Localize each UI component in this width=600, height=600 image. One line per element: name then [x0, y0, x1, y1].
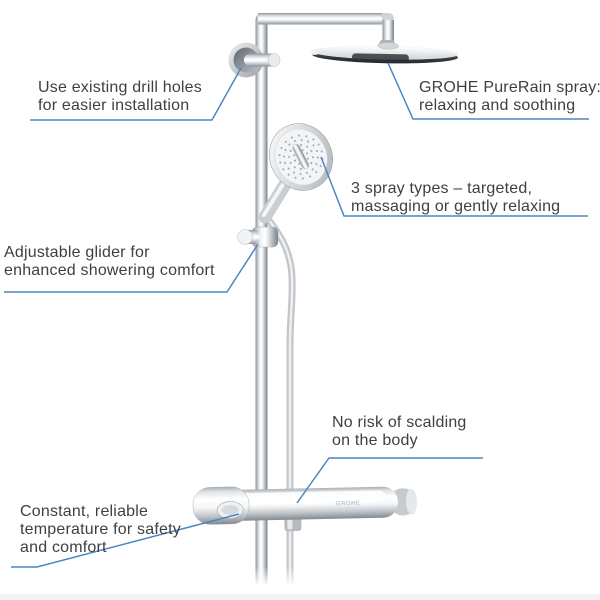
callout-text-line: on the body — [332, 432, 418, 449]
valve-logo: GROHE — [336, 501, 361, 508]
callout-drill-holes: Use existing drill holes for easier inst… — [38, 79, 202, 115]
callout-text-line: 3 spray types – targeted, — [351, 180, 533, 197]
leader-line-glider — [4, 243, 259, 293]
leader-line-spray-types — [320, 156, 588, 217]
callout-spray-types: 3 spray types – targeted, massaging or g… — [351, 180, 560, 216]
callout-text-line: GROHE PureRain spray: — [419, 79, 600, 96]
shower-rail — [255, 13, 268, 584]
callout-glider: Adjustable glider for enhanced showering… — [4, 244, 215, 280]
callout-text-line: for easier installation — [38, 97, 190, 114]
callout-leader-lines — [4, 62, 589, 568]
leader-line-temperature — [11, 513, 240, 568]
thermostat-valve: GROHE — [192, 486, 417, 532]
callout-text-line: and comfort — [20, 539, 107, 556]
callout-text-line: Use existing drill holes — [38, 79, 202, 96]
callout-text-line: enhanced showering comfort — [4, 262, 215, 279]
rain-shower-head — [309, 42, 459, 64]
glider — [237, 226, 279, 248]
hand-shower — [258, 123, 333, 224]
callout-text-line: No risk of scalding — [332, 414, 467, 431]
leader-line-scalding — [296, 457, 483, 504]
callout-text-line: relaxing and soothing — [419, 97, 576, 114]
leader-line-purerain — [387, 62, 589, 120]
callout-scalding: No risk of scalding on the body — [332, 414, 467, 450]
leader-line-drill-holes — [30, 67, 242, 121]
shower-arm-pipe — [258, 13, 399, 50]
callout-temperature: Constant, reliable temperature for safet… — [20, 503, 181, 557]
callout-purerain: GROHE PureRain spray: relaxing and sooth… — [419, 79, 600, 115]
callout-text-line: Adjustable glider for — [4, 244, 150, 261]
bottom-border-strip — [0, 594, 600, 600]
wall-mount — [228, 42, 281, 78]
hand-shower-nozzles — [278, 134, 324, 180]
callout-text-line: Constant, reliable — [20, 503, 149, 520]
callout-text-line: temperature for safety — [20, 521, 181, 538]
bottom-fade-2 — [246, 584, 300, 594]
bottom-fade — [246, 566, 300, 586]
callout-text-line: massaging or gently relaxing — [351, 198, 561, 215]
